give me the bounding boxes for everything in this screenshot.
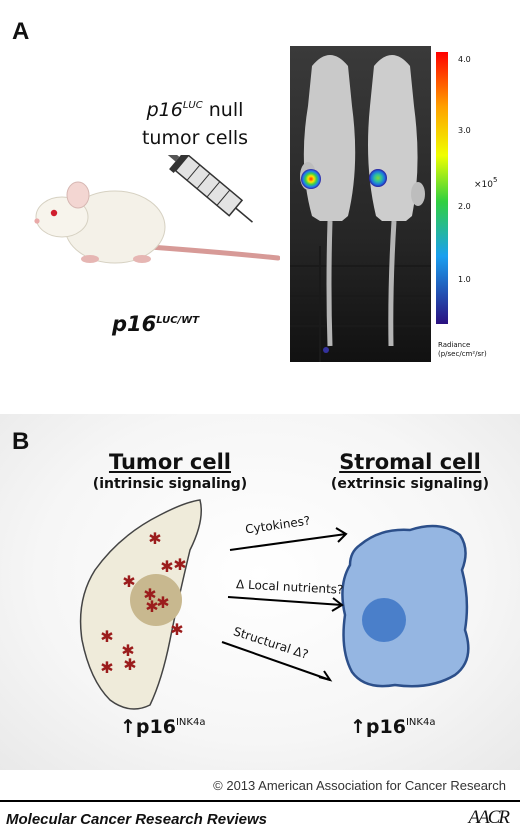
panel-b-letter: B (12, 428, 30, 455)
mouse-illustration (34, 155, 280, 264)
svg-text:✱: ✱ (160, 557, 173, 576)
svg-text:✱: ✱ (121, 641, 134, 660)
colorbar-multiplier: ×105 (474, 176, 498, 190)
stromal-nucleus (362, 598, 406, 642)
arrow-nutrients (227, 596, 343, 606)
injection-gene: p16 (146, 99, 183, 121)
panel-a-letter: A (12, 18, 30, 45)
arrow-structural (221, 641, 331, 681)
svg-text:✱: ✱ (173, 555, 186, 574)
svg-text:✱: ✱ (123, 655, 136, 674)
stromal-cell (341, 524, 470, 688)
svg-text:✱: ✱ (156, 593, 169, 612)
footer-rule (0, 800, 520, 802)
footer: Molecular Cancer Research Reviews AACR (0, 803, 520, 836)
aacr-logo: AACR (468, 807, 510, 828)
svg-text:✱: ✱ (100, 627, 113, 646)
colorbar (436, 52, 448, 324)
colorbar-label: Radiance (p/sec/cm²/sr) (438, 341, 487, 358)
injection-line2: tumor cells (141, 127, 249, 149)
injection-gene-sup: LUC (182, 100, 203, 111)
syringe-icon (160, 155, 253, 223)
p16-markers: ✱ ✱ ✱ ✱ ✱ ✱ ✱ ✱ ✱ ✱ ✱ ✱ (100, 529, 186, 677)
stromal-marker: ↑p16INK4a (350, 716, 436, 738)
injection-suffix: null (202, 99, 244, 121)
stromal-subtitle: (extrinsic signaling) (330, 476, 490, 492)
colorbar-tick-3: 1.0 (458, 275, 471, 284)
cell-diagram: ✱ ✱ ✱ ✱ ✱ ✱ ✱ ✱ ✱ ✱ ✱ ✱ (79, 499, 470, 710)
stromal-header: Stromal cell (extrinsic signaling) (320, 450, 500, 492)
tumor-marker: ↑p16INK4a (120, 716, 206, 738)
arrow-cytokines (229, 533, 347, 551)
tumor-title: Tumor cell (108, 450, 232, 474)
genotype-sup: LUC/WT (156, 315, 200, 326)
svg-text:✱: ✱ (170, 620, 183, 639)
bioluminescence-image (290, 46, 431, 362)
tumor-subtitle: (intrinsic signaling) (92, 476, 248, 492)
signal-hotspot-2 (369, 169, 387, 187)
copyright: © 2013 American Association for Cancer R… (213, 778, 506, 793)
genotype-gene: p16 (112, 312, 157, 336)
svg-text:✱: ✱ (148, 529, 161, 548)
tumor-header: Tumor cell (intrinsic signaling) (90, 450, 250, 492)
colorbar-tick-0: 4.0 (458, 55, 471, 64)
signal-hotspot-1 (301, 169, 321, 189)
svg-text:✱: ✱ (143, 585, 156, 604)
colorbar-tick-1: 3.0 (458, 126, 471, 135)
genotype-label: p16LUC/WT (112, 312, 199, 336)
svg-text:✱: ✱ (100, 658, 113, 677)
injection-label: p16LUC null tumor cells (120, 98, 270, 151)
stromal-title: Stromal cell (339, 450, 481, 474)
svg-text:✱: ✱ (145, 597, 158, 616)
tumor-nucleus (130, 574, 182, 626)
journal-name: Molecular Cancer Research Reviews (6, 811, 267, 828)
svg-text:✱: ✱ (122, 572, 135, 591)
colorbar-tick-2: 2.0 (458, 202, 471, 211)
